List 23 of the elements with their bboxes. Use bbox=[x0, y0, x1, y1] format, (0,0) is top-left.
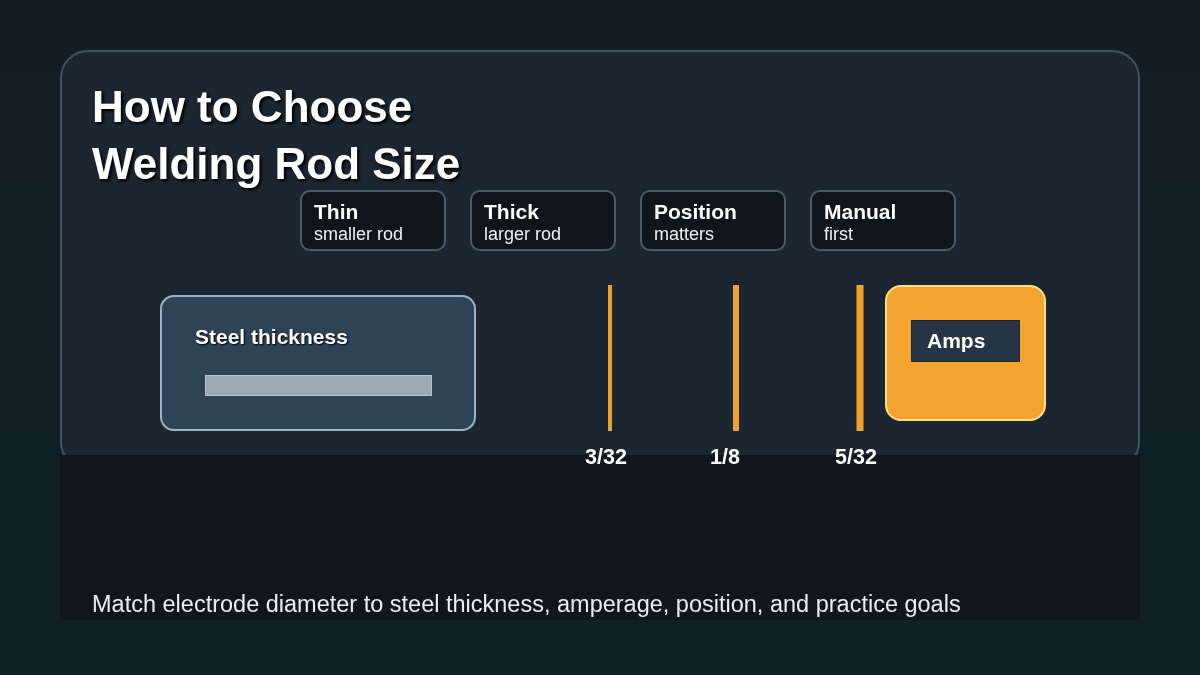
size-label: 5/32 bbox=[835, 445, 877, 470]
size-label: 3/32 bbox=[585, 445, 627, 470]
card-heading: Manual bbox=[824, 200, 898, 224]
card-heading: Thick bbox=[484, 200, 540, 224]
diagram-title: How to Choose Welding Rod Size bbox=[92, 81, 462, 190]
output-box bbox=[885, 285, 1046, 421]
card-subtext: first bbox=[824, 224, 854, 244]
card-heading: Position bbox=[654, 200, 738, 224]
panel-label: Steel thickness bbox=[195, 325, 348, 349]
tag-label: Amps bbox=[927, 329, 986, 352]
info-card bbox=[300, 190, 446, 251]
card-subtext: matters bbox=[654, 224, 715, 244]
label-tag bbox=[911, 320, 1020, 362]
input-panel bbox=[160, 295, 476, 431]
card-heading: Thin bbox=[314, 200, 360, 224]
info-card bbox=[810, 190, 956, 251]
card-subtext: larger rod bbox=[484, 224, 563, 244]
info-card bbox=[470, 190, 616, 251]
info-card bbox=[640, 190, 786, 251]
card-subtext: smaller rod bbox=[314, 224, 405, 244]
size-label: 1/8 bbox=[710, 445, 740, 470]
plate-bar bbox=[205, 375, 432, 396]
caption-text: Match electrode diameter to steel thickness, amperage, position, and practice goals bbox=[92, 591, 961, 618]
